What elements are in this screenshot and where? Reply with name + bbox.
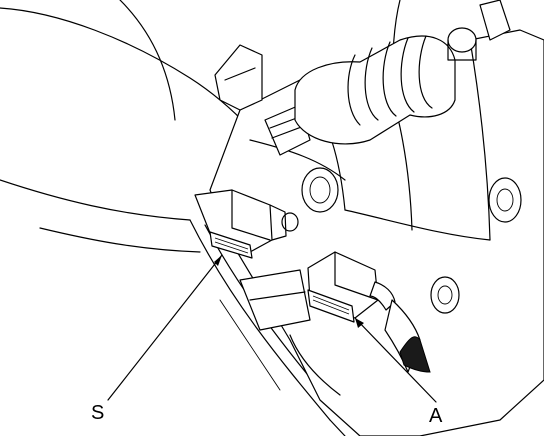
- caliper-bracket: [214, 44, 311, 156]
- caliper-lower-bracket: [239, 212, 341, 396]
- caliper-piston: [294, 35, 456, 213]
- leader-line-s: [107, 254, 223, 401]
- leader-line-a: [354, 317, 437, 403]
- callout-label-a: A: [429, 405, 443, 427]
- arrowhead-s: [214, 255, 222, 266]
- wear-sensor-connector-a: [307, 251, 431, 373]
- sensor-connector-s: [194, 189, 287, 259]
- callout-label-s: S: [91, 402, 105, 424]
- leader-lines: [107, 254, 437, 403]
- arrowhead-a: [355, 318, 364, 328]
- upper-guide-bolt: [430, 0, 522, 314]
